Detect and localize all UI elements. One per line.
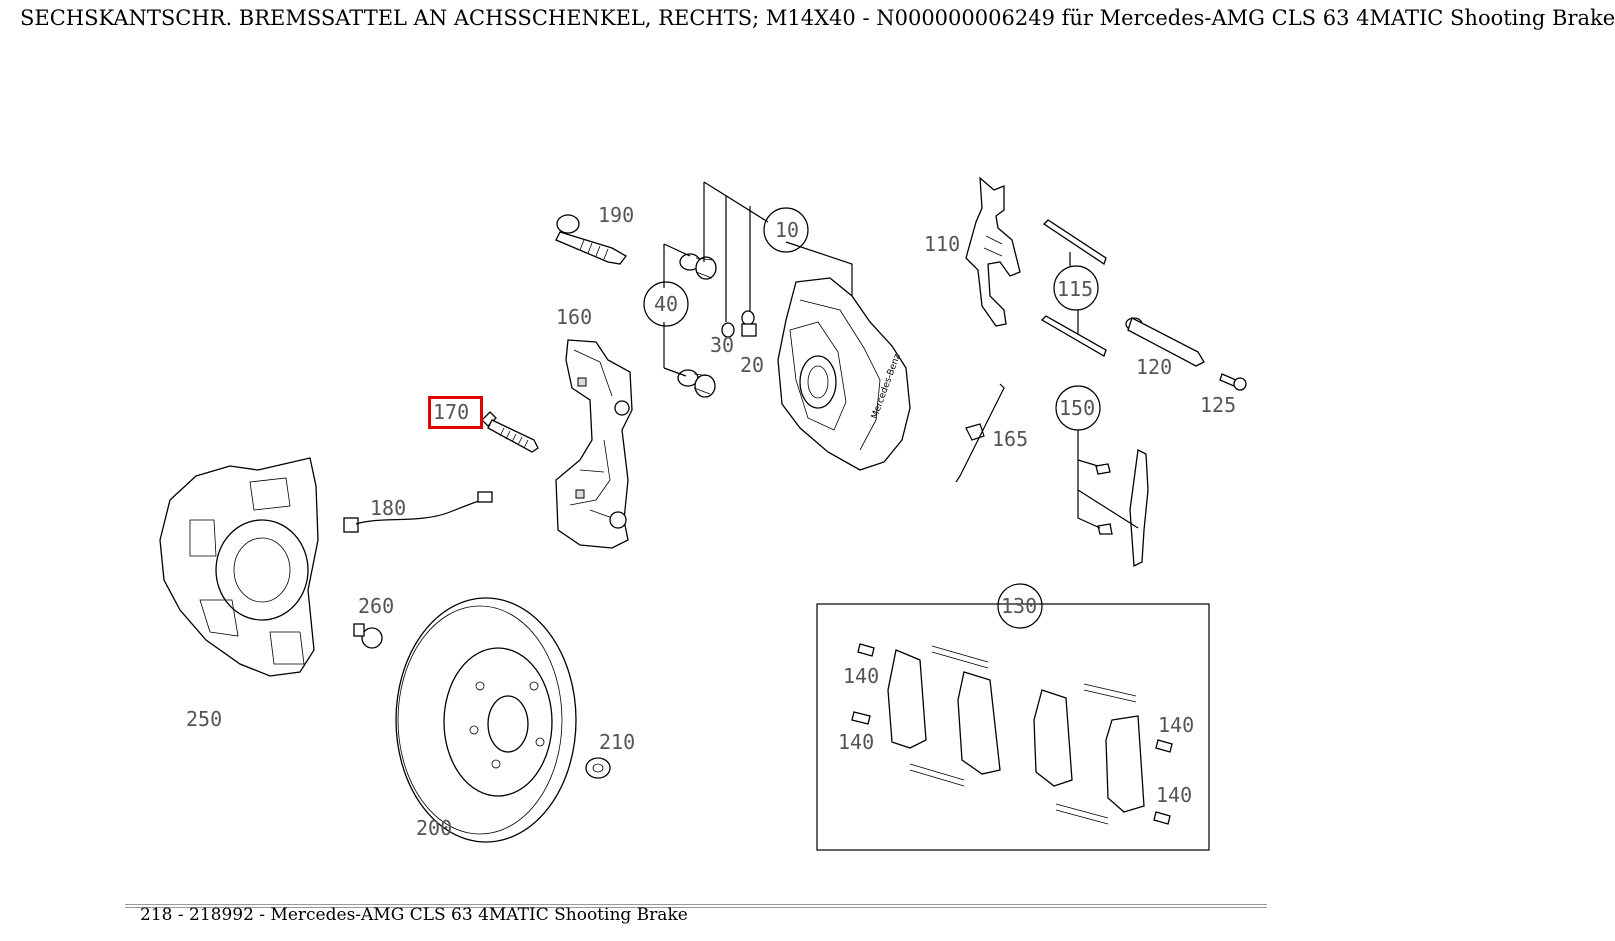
callout-20[interactable]: 20 [740,353,764,377]
footer-caption: 218 - 218992 - Mercedes-AMG CLS 63 4MATI… [140,905,688,925]
nut-210[interactable] [585,757,611,779]
guide-bolt-120[interactable] [1125,317,1205,367]
brake-disc-200[interactable] [395,597,577,843]
callout-140-d[interactable]: 140 [1156,783,1192,807]
callout-150[interactable]: 150 [1059,396,1095,420]
callout-200[interactable]: 200 [416,816,452,840]
guide-pin-115-upper[interactable] [1042,219,1107,266]
bolt-190[interactable] [555,214,627,265]
callout-160[interactable]: 160 [556,305,592,329]
callout-120[interactable]: 120 [1136,355,1172,379]
piston-40-upper[interactable] [679,253,717,280]
callout-250[interactable]: 250 [186,707,222,731]
callout-260[interactable]: 260 [358,594,394,618]
callout-140-c[interactable]: 140 [1158,713,1194,737]
callout-125[interactable]: 125 [1200,393,1236,417]
sensor-bracket-150[interactable] [1095,449,1149,568]
guide-pin-115-lower[interactable] [1040,315,1107,357]
callout-140-a[interactable]: 140 [843,664,879,688]
bolt-125[interactable] [1219,373,1247,391]
callout-165[interactable]: 165 [992,427,1028,451]
callout-170-highlighted[interactable]: 170 [428,396,483,429]
piston-40-lower[interactable] [677,369,716,398]
caliper-bracket-160[interactable] [555,339,633,549]
bleeder-cap-30[interactable] [721,322,735,338]
footer-divider [125,904,1267,908]
callout-115[interactable]: 115 [1057,277,1093,301]
callout-10[interactable]: 10 [775,218,799,242]
page-title: SECHSKANTSCHR. BREMSSATTEL AN ACHSSCHENK… [20,6,1615,30]
bolt-170[interactable] [481,411,539,453]
bleeder-screw-20[interactable] [741,310,757,337]
brake-pad-kit-130[interactable] [816,603,1210,851]
callout-130[interactable]: 130 [1001,594,1037,618]
callout-40[interactable]: 40 [654,292,678,316]
wear-wire-165[interactable] [955,383,1005,483]
callout-170[interactable]: 170 [433,400,469,424]
callout-110[interactable]: 110 [924,232,960,256]
parts-diagram: Mercedes-Benz [159,176,1247,851]
brake-caliper-10[interactable]: Mercedes-Benz [777,277,911,471]
bolt-260[interactable] [353,623,383,649]
leader-lines-10 [663,181,853,377]
spring-clip-110[interactable] [965,176,1021,327]
callout-180[interactable]: 180 [370,496,406,520]
callout-190[interactable]: 190 [598,203,634,227]
splash-guard-250[interactable] [159,457,319,677]
callout-210[interactable]: 210 [599,730,635,754]
callout-140-b[interactable]: 140 [838,730,874,754]
wear-sensor-180[interactable] [343,491,493,533]
callout-30[interactable]: 30 [710,333,734,357]
